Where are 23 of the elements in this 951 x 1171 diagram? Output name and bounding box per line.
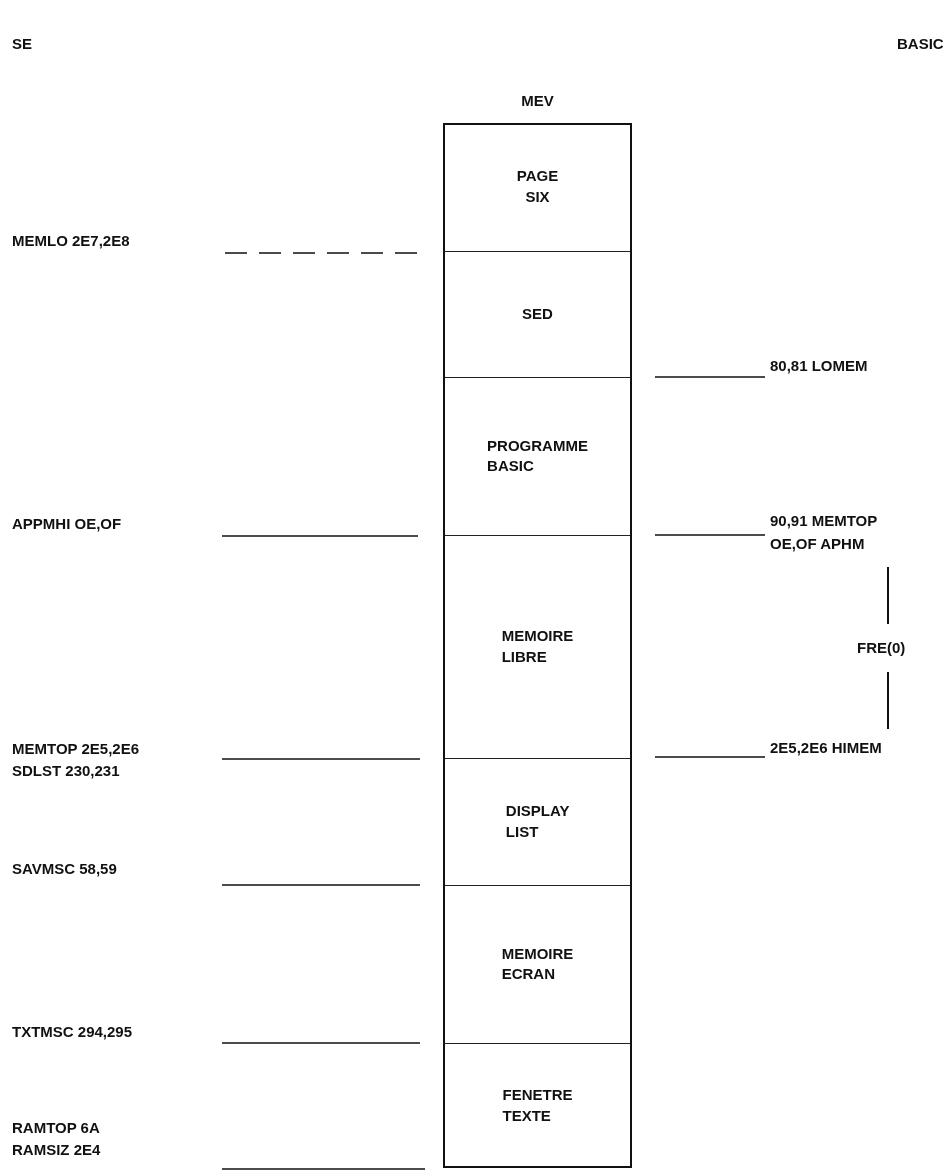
address-label: 90,91 MEMTOP [770, 513, 878, 528]
address-label: RAMSIZ 2E4 [12, 1142, 101, 1157]
segment-label: PROGRAMME BASIC [487, 435, 588, 476]
segment-label: MEMOIRE ECRAN [501, 943, 574, 984]
address-label: OE,OF APHM [770, 536, 865, 551]
segment-label: SED [522, 303, 553, 324]
address-label: RAMTOP 6A [12, 1120, 100, 1135]
address-label: SE [12, 36, 32, 51]
segment-label: MEMOIRE LIBRE [501, 626, 574, 667]
segment-label: DISPLAY LIST [505, 801, 570, 842]
address-label: 2E5,2E6 HIMEM [770, 740, 882, 755]
address-label: TXTMSC 294,295 [12, 1024, 133, 1039]
address-label: 80,81 LOMEM [770, 358, 868, 373]
address-label: MEMLO 2E7,2E8 [12, 233, 130, 248]
address-label: SDLST 230,231 [12, 763, 120, 778]
address-label: FRE(0) [857, 640, 906, 655]
column-heading: MEV [520, 92, 555, 109]
segment-label: FENETRE TEXTE [502, 1085, 573, 1126]
address-label: BASIC [897, 36, 944, 51]
address-label: MEMTOP 2E5,2E6 [12, 741, 139, 756]
segment-label: PAGE SIX [516, 166, 559, 207]
address-label: SAVMSC 58,59 [12, 861, 117, 876]
address-label: APPMHI OE,OF [12, 516, 122, 531]
